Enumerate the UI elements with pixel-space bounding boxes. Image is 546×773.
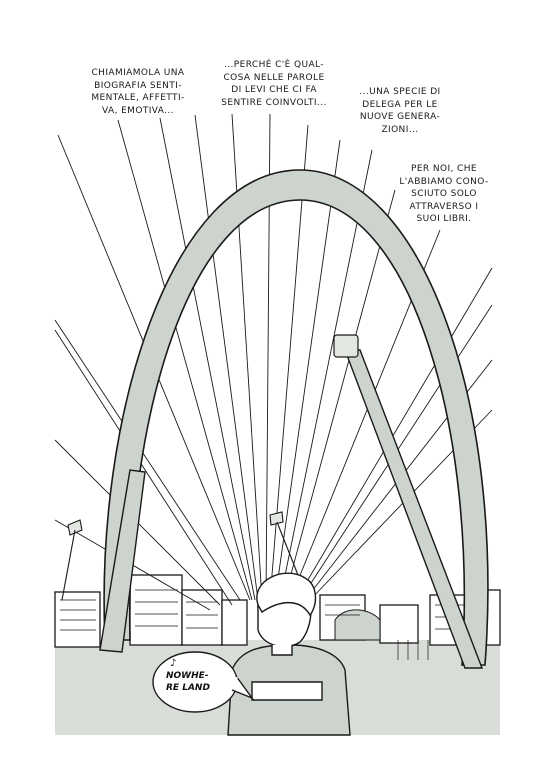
- caption-words-of-levi: ...PERCHÉ C'È QUAL- COSA NELLE PAROLE DI…: [214, 59, 334, 109]
- caption-line: SENTIRE COINVOLTI...: [221, 97, 327, 108]
- caption-line: ZIONI...: [381, 124, 419, 135]
- caption-line: ATTRAVERSO I: [409, 201, 479, 212]
- balloon-line: RE LAND: [166, 683, 210, 693]
- caption-line: NUOVE GENERA-: [359, 112, 441, 122]
- bridge-arch: [103, 169, 489, 666]
- left-buildings: [54, 574, 248, 648]
- left-lamps: [61, 511, 301, 601]
- caption-line: CHIAMIAMOLA UNA: [91, 68, 185, 78]
- street-lamp: [333, 334, 359, 358]
- caption-line: ...PERCHÉ C'È QUAL-: [224, 60, 324, 70]
- caption-line: ...UNA SPECIE DI: [359, 87, 441, 97]
- caption-line: MENTALE, AFFETTI-: [91, 93, 185, 103]
- caption-biography: CHIAMIAMOLA UNA BIOGRAFIA SENTI- MENTALE…: [82, 67, 194, 117]
- caption-line: DI LEVI CHE CI FA: [231, 85, 317, 95]
- caption-line: L'ABBIAMO CONO-: [399, 176, 489, 187]
- caption-line: PER NOI, CHE: [411, 164, 477, 174]
- caption-line: BIOGRAFIA SENTI-: [94, 80, 182, 91]
- caption-line: SUOI LIBRI.: [416, 214, 472, 224]
- balloon-line: NOWHE-: [166, 671, 209, 681]
- caption-line: VA, EMOTIVA...: [102, 105, 174, 116]
- character: [227, 572, 351, 736]
- caption-for-us: PER NOI, CHE L'ABBIAMO CONO- SCIUTO SOLO…: [380, 163, 508, 226]
- caption-line: COSA NELLE PAROLE: [223, 72, 325, 83]
- caption-line: SCIUTO SOLO: [411, 189, 477, 199]
- caption-delegation: ...UNA SPECIE DI DELEGA PER LE NUOVE GEN…: [345, 86, 455, 136]
- caption-line: DELEGA PER LE: [362, 99, 438, 110]
- music-note-icon: ♪: [170, 658, 177, 669]
- speech-balloon-text: NOWHE- RE LAND: [166, 670, 228, 694]
- left-strut: [99, 469, 146, 653]
